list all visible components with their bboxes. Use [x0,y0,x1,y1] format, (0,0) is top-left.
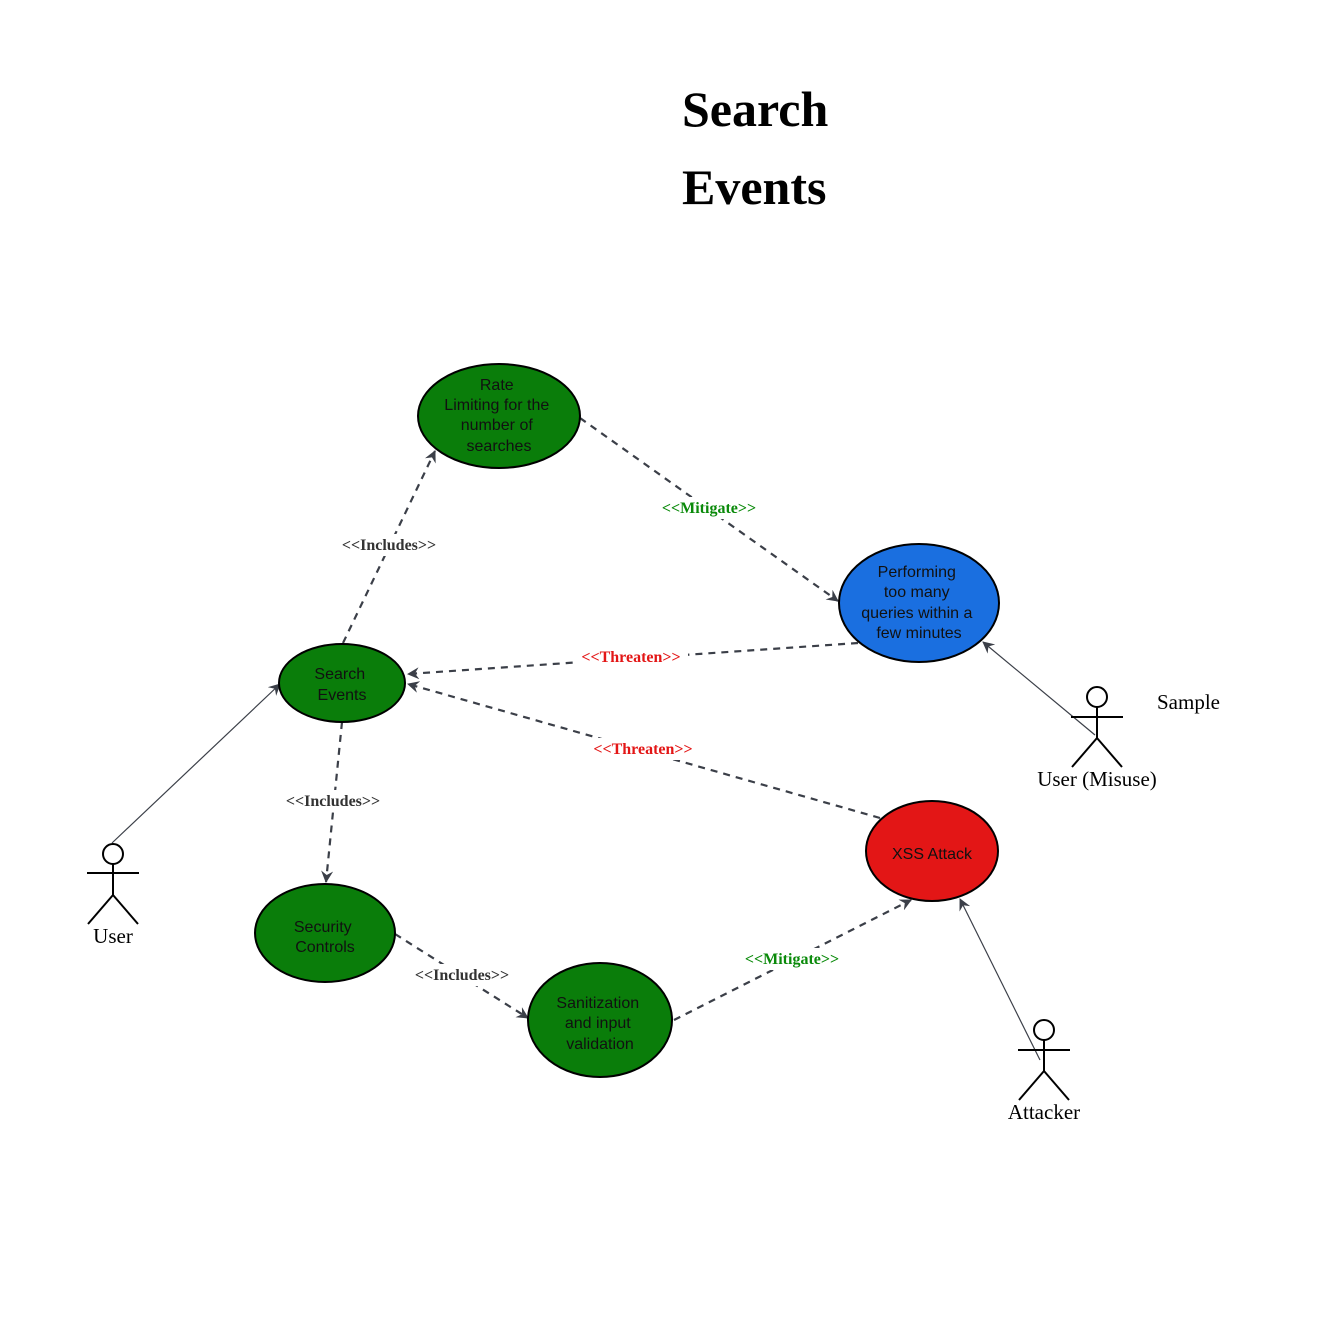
label-includes-rate: <<Includes>> [336,534,442,556]
association-user [111,683,281,844]
label-mitigate-performing-text: <<Mitigate>> [662,500,756,517]
label-mitigate-xss: <<Mitigate>> [738,948,846,970]
label-includes-security-text: <<Includes>> [286,793,380,810]
use-case-security-controls-label: Security Controls [294,919,356,956]
label-mitigate-performing: <<Mitigate>> [655,497,763,519]
actor-user-misuse[interactable]: User (Misuse) [1037,686,1157,791]
use-case-sanitization-label: Sanitization and input validation [556,995,643,1053]
misuse-case-xss-attack[interactable]: XSS Attack [865,800,999,902]
actor-attacker-label: Attacker [1008,1100,1080,1124]
label-threaten-xss: <<Threaten>> [586,738,700,760]
association-attacker [959,898,1041,1061]
stick-figure-icon [87,843,139,925]
use-case-sanitization[interactable]: Sanitization and input validation [527,962,673,1078]
use-case-search-events-label: Search Events [314,666,369,704]
use-case-search-events[interactable]: Search Events [278,643,406,723]
actor-user[interactable]: User [87,843,139,948]
actor-attacker[interactable]: Attacker [1008,1019,1080,1124]
label-mitigate-xss-text: <<Mitigate>> [745,951,839,968]
label-includes-sanitization: <<Includes>> [409,964,515,986]
label-includes-rate-text: <<Includes>> [342,537,436,554]
label-threaten-performing-text: <<Threaten>> [581,649,680,666]
association-user-misuse [982,641,1096,736]
use-case-security-controls[interactable]: Security Controls [254,883,396,983]
misuse-case-performing-label: Performing too many queries within a few… [861,564,977,642]
diagram-title-line-2: Events [682,159,826,215]
edge-threaten-xss [407,681,881,820]
actor-user-label: User [93,924,133,948]
use-case-rate-limiting[interactable]: Rate Limiting for the number of searches [417,363,581,469]
stick-figure-icon [1018,1019,1070,1101]
stick-figure-icon [1071,686,1123,768]
label-includes-security: <<Includes>> [280,790,386,812]
actor-user-misuse-label: User (Misuse) [1037,767,1157,791]
label-threaten-performing: <<Threaten>> [574,646,688,668]
label-threaten-xss-text: <<Threaten>> [593,741,692,758]
misuse-case-performing-too-many-queries[interactable]: Performing too many queries within a few… [838,543,1000,663]
use-case-rate-limiting-label: Rate Limiting for the number of searches [444,377,553,455]
label-includes-sanitization-text: <<Includes>> [415,967,509,984]
sample-note: Sample [1157,690,1220,714]
diagram-title-line-1: Search [682,81,828,137]
misuse-case-xss-label: XSS Attack [892,846,973,863]
